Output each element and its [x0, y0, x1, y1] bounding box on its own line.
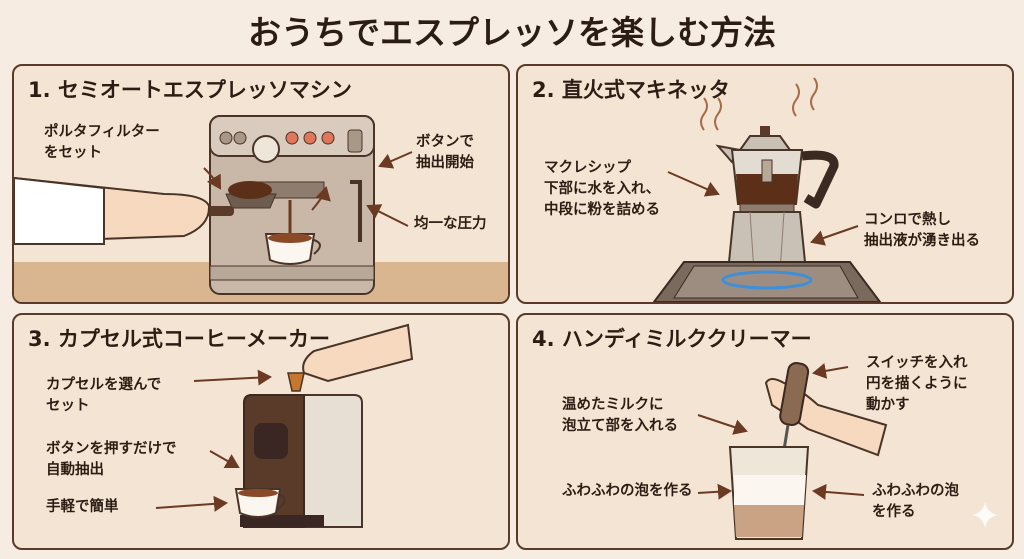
page-title: おうちでエスプレッソを楽しむ方法	[248, 13, 776, 52]
sparkle-icon	[972, 502, 998, 528]
panel-heading: 1. セミオートエスプレッソマシン	[28, 78, 352, 102]
panel-heading: 4. ハンディミルククリーマー	[532, 327, 812, 351]
moka-pot-illustration	[652, 77, 882, 302]
button-label: ボタンで 抽出開始	[416, 134, 474, 171]
warm-label: 温めたミルクに 泡立て部を入れる	[562, 397, 678, 434]
push-label: ボタンを押すだけで 自動抽出	[46, 441, 177, 478]
espresso-machine-illustration	[14, 115, 508, 302]
capsule-machine-illustration	[155, 323, 414, 528]
capsule-label: カプセルを選んで セット	[46, 377, 162, 414]
foam-left-label: ふわふわの泡を作る	[562, 483, 693, 499]
panel-milk-frother: 4. ハンディミルククリーマー スイッチを入れ 円を描くように 動かす 温めたミ…	[516, 313, 1014, 550]
heat-label: コンロで熱し 抽出液が湧き出る	[864, 212, 980, 249]
panel-heading: 3. カプセル式コーヒーメーカー	[28, 327, 331, 351]
panel-capsule-maker: 3. カプセル式コーヒーメーカー カプセルを選んで セット ボタンを押すだけで …	[12, 313, 510, 550]
panel-semi-auto-machine: 1. セミオートエスプレッソマシン ポルタフィルター をセット ボタンで 抽出開…	[12, 64, 510, 304]
pressure-label: 均一な圧力	[414, 216, 487, 232]
panel-heading: 2. 直火式マキネッタ	[532, 78, 730, 102]
fill-label: マクレシップ 下部に水を入れ、 中段に粉を詰める	[544, 160, 661, 218]
easy-label: 手軽で簡単	[46, 499, 119, 515]
portafilter-label: ポルタフィルター をセット	[44, 124, 160, 161]
panel-moka-pot: 2. 直火式マキネッタ マクレシップ 下部に水を入れ、 中段に粉を詰める コンロ…	[516, 64, 1014, 304]
milk-frother-illustration	[697, 362, 888, 540]
switch-label: スイッチを入れ 円を描くように 動かす	[866, 355, 968, 413]
foam-right-label: ふわふわの泡 を作る	[872, 483, 959, 520]
